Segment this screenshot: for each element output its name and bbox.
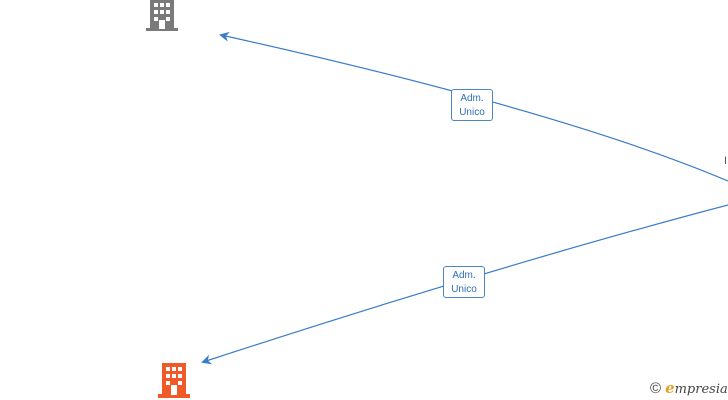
company-top-building-icon[interactable] bbox=[146, 0, 178, 31]
company-bottom-building-icon[interactable] bbox=[158, 363, 190, 398]
edge-label-top-line1: Adm. bbox=[460, 93, 484, 104]
empresia-watermark: ©empresia bbox=[650, 379, 728, 399]
edge-label-top[interactable]: Adm. Unico bbox=[451, 89, 493, 121]
edge-label-top-line2: Unico bbox=[459, 107, 485, 118]
brand-logo: empresia bbox=[665, 379, 728, 397]
brand-name: mpresia bbox=[674, 382, 728, 397]
edge-label-bottom[interactable]: Adm. Unico bbox=[443, 266, 485, 298]
copyright-icon: © bbox=[650, 380, 662, 397]
edge-label-bottom-line1: Adm. bbox=[452, 270, 476, 281]
edge-label-bottom-line2: Unico bbox=[451, 284, 477, 295]
brand-initial: e bbox=[665, 379, 675, 397]
edge-to-company-top bbox=[219, 31, 728, 182]
person-node-cut-label: I bbox=[724, 155, 728, 167]
